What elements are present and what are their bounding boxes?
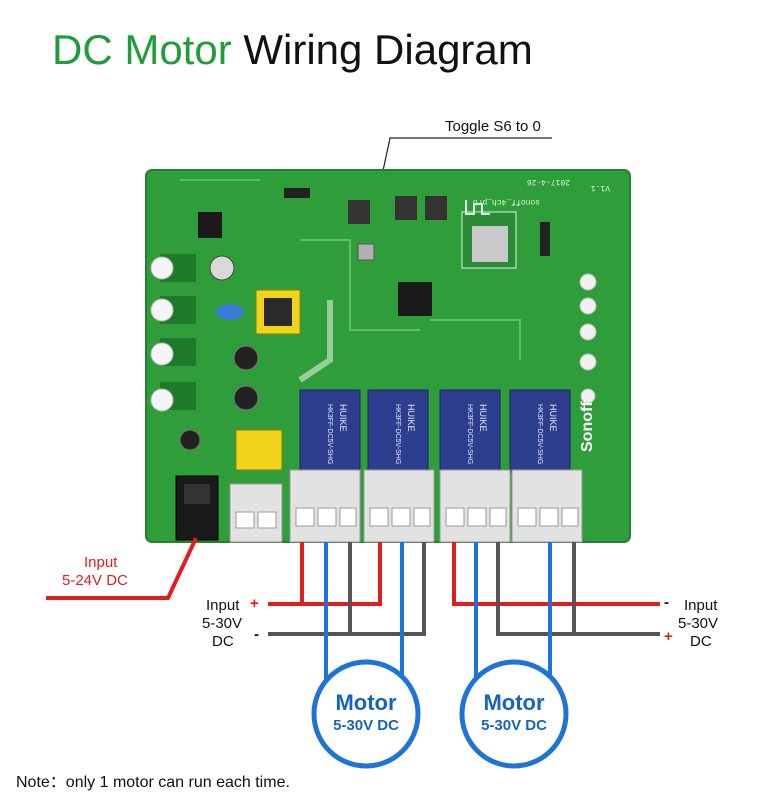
relays: HUIKE HUIKE HUIKE HUIKE HK3FF-DC5V-SHG H… — [299, 389, 571, 473]
right-input-dc: DC — [690, 633, 712, 650]
dip-switch-1 — [348, 200, 370, 224]
right-input-label: Input — [684, 597, 718, 614]
mcu-chip — [398, 282, 432, 316]
motor-2-name: Motor — [483, 690, 545, 715]
motor-2-label: Motor 5-30V DC — [464, 690, 564, 736]
svg-text:HUIKE: HUIKE — [548, 404, 558, 432]
left-motor-wiring — [268, 542, 426, 680]
title-dc-motor: DC Motor — [52, 26, 232, 73]
brand-logo: Sonoff — [579, 401, 596, 452]
terminal-blocks — [229, 469, 583, 543]
right-input-plus: + — [664, 628, 673, 645]
pcb-board: sonoff_4ch_pro 2017-4-26 V1.1 — [145, 169, 631, 543]
pin-header — [540, 222, 550, 256]
motor-2-spec: 5-30V DC — [481, 717, 547, 734]
left-input-minus: - — [254, 626, 259, 643]
power-input-wire — [46, 537, 198, 600]
dip-switch-2 — [395, 196, 417, 220]
left-input-voltage: 5-30V — [202, 615, 243, 632]
s6-switch — [357, 243, 375, 261]
right-motor-wiring — [452, 542, 660, 680]
silk-version: V1.1 — [591, 183, 610, 192]
motor-1 — [311, 659, 421, 769]
power-input-label-line2: 5-24V DC — [62, 572, 128, 589]
right-input-voltage: 5-30V — [678, 615, 719, 632]
motor-1-label: Motor 5-30V DC — [316, 690, 416, 736]
left-input-label: Input — [206, 597, 240, 614]
svg-text:HK3FF-DC5V-SHG: HK3FF-DC5V-SHG — [536, 404, 543, 464]
power-input-label-line1: Input — [84, 554, 118, 571]
title-wiring-diagram: Wiring Diagram — [243, 26, 533, 73]
svg-text:HUIKE: HUIKE — [338, 404, 348, 432]
left-input-dc: DC — [212, 633, 234, 650]
svg-text:HUIKE: HUIKE — [406, 404, 416, 432]
footer-note: Note：only 1 motor can run each time. — [16, 774, 290, 791]
capacitor — [209, 255, 235, 281]
svg-text:HK3FF-DC5V-SHG: HK3FF-DC5V-SHG — [326, 404, 333, 464]
silk-model: sonoff_4ch_pro — [473, 197, 540, 206]
right-input-minus: - — [664, 594, 669, 611]
motor-2 — [459, 659, 569, 769]
motor-1-name: Motor — [335, 690, 397, 715]
svg-text:HK3FF-DC5V-SHG: HK3FF-DC5V-SHG — [394, 404, 401, 464]
silk-date: 2017-4-26 — [527, 177, 570, 186]
motor-1-spec: 5-30V DC — [333, 717, 399, 734]
svg-text:HUIKE: HUIKE — [478, 404, 488, 432]
svg-text:HK3FF-DC5V-SHG: HK3FF-DC5V-SHG — [466, 404, 473, 464]
dip-switch-3 — [425, 196, 447, 220]
page-title: DC Motor Wiring Diagram — [52, 22, 533, 78]
toggle-s6-callout: Toggle S6 to 0 — [445, 118, 541, 135]
status-leds — [579, 273, 597, 404]
side-buttons — [150, 254, 196, 412]
left-input-plus: + — [250, 595, 259, 612]
